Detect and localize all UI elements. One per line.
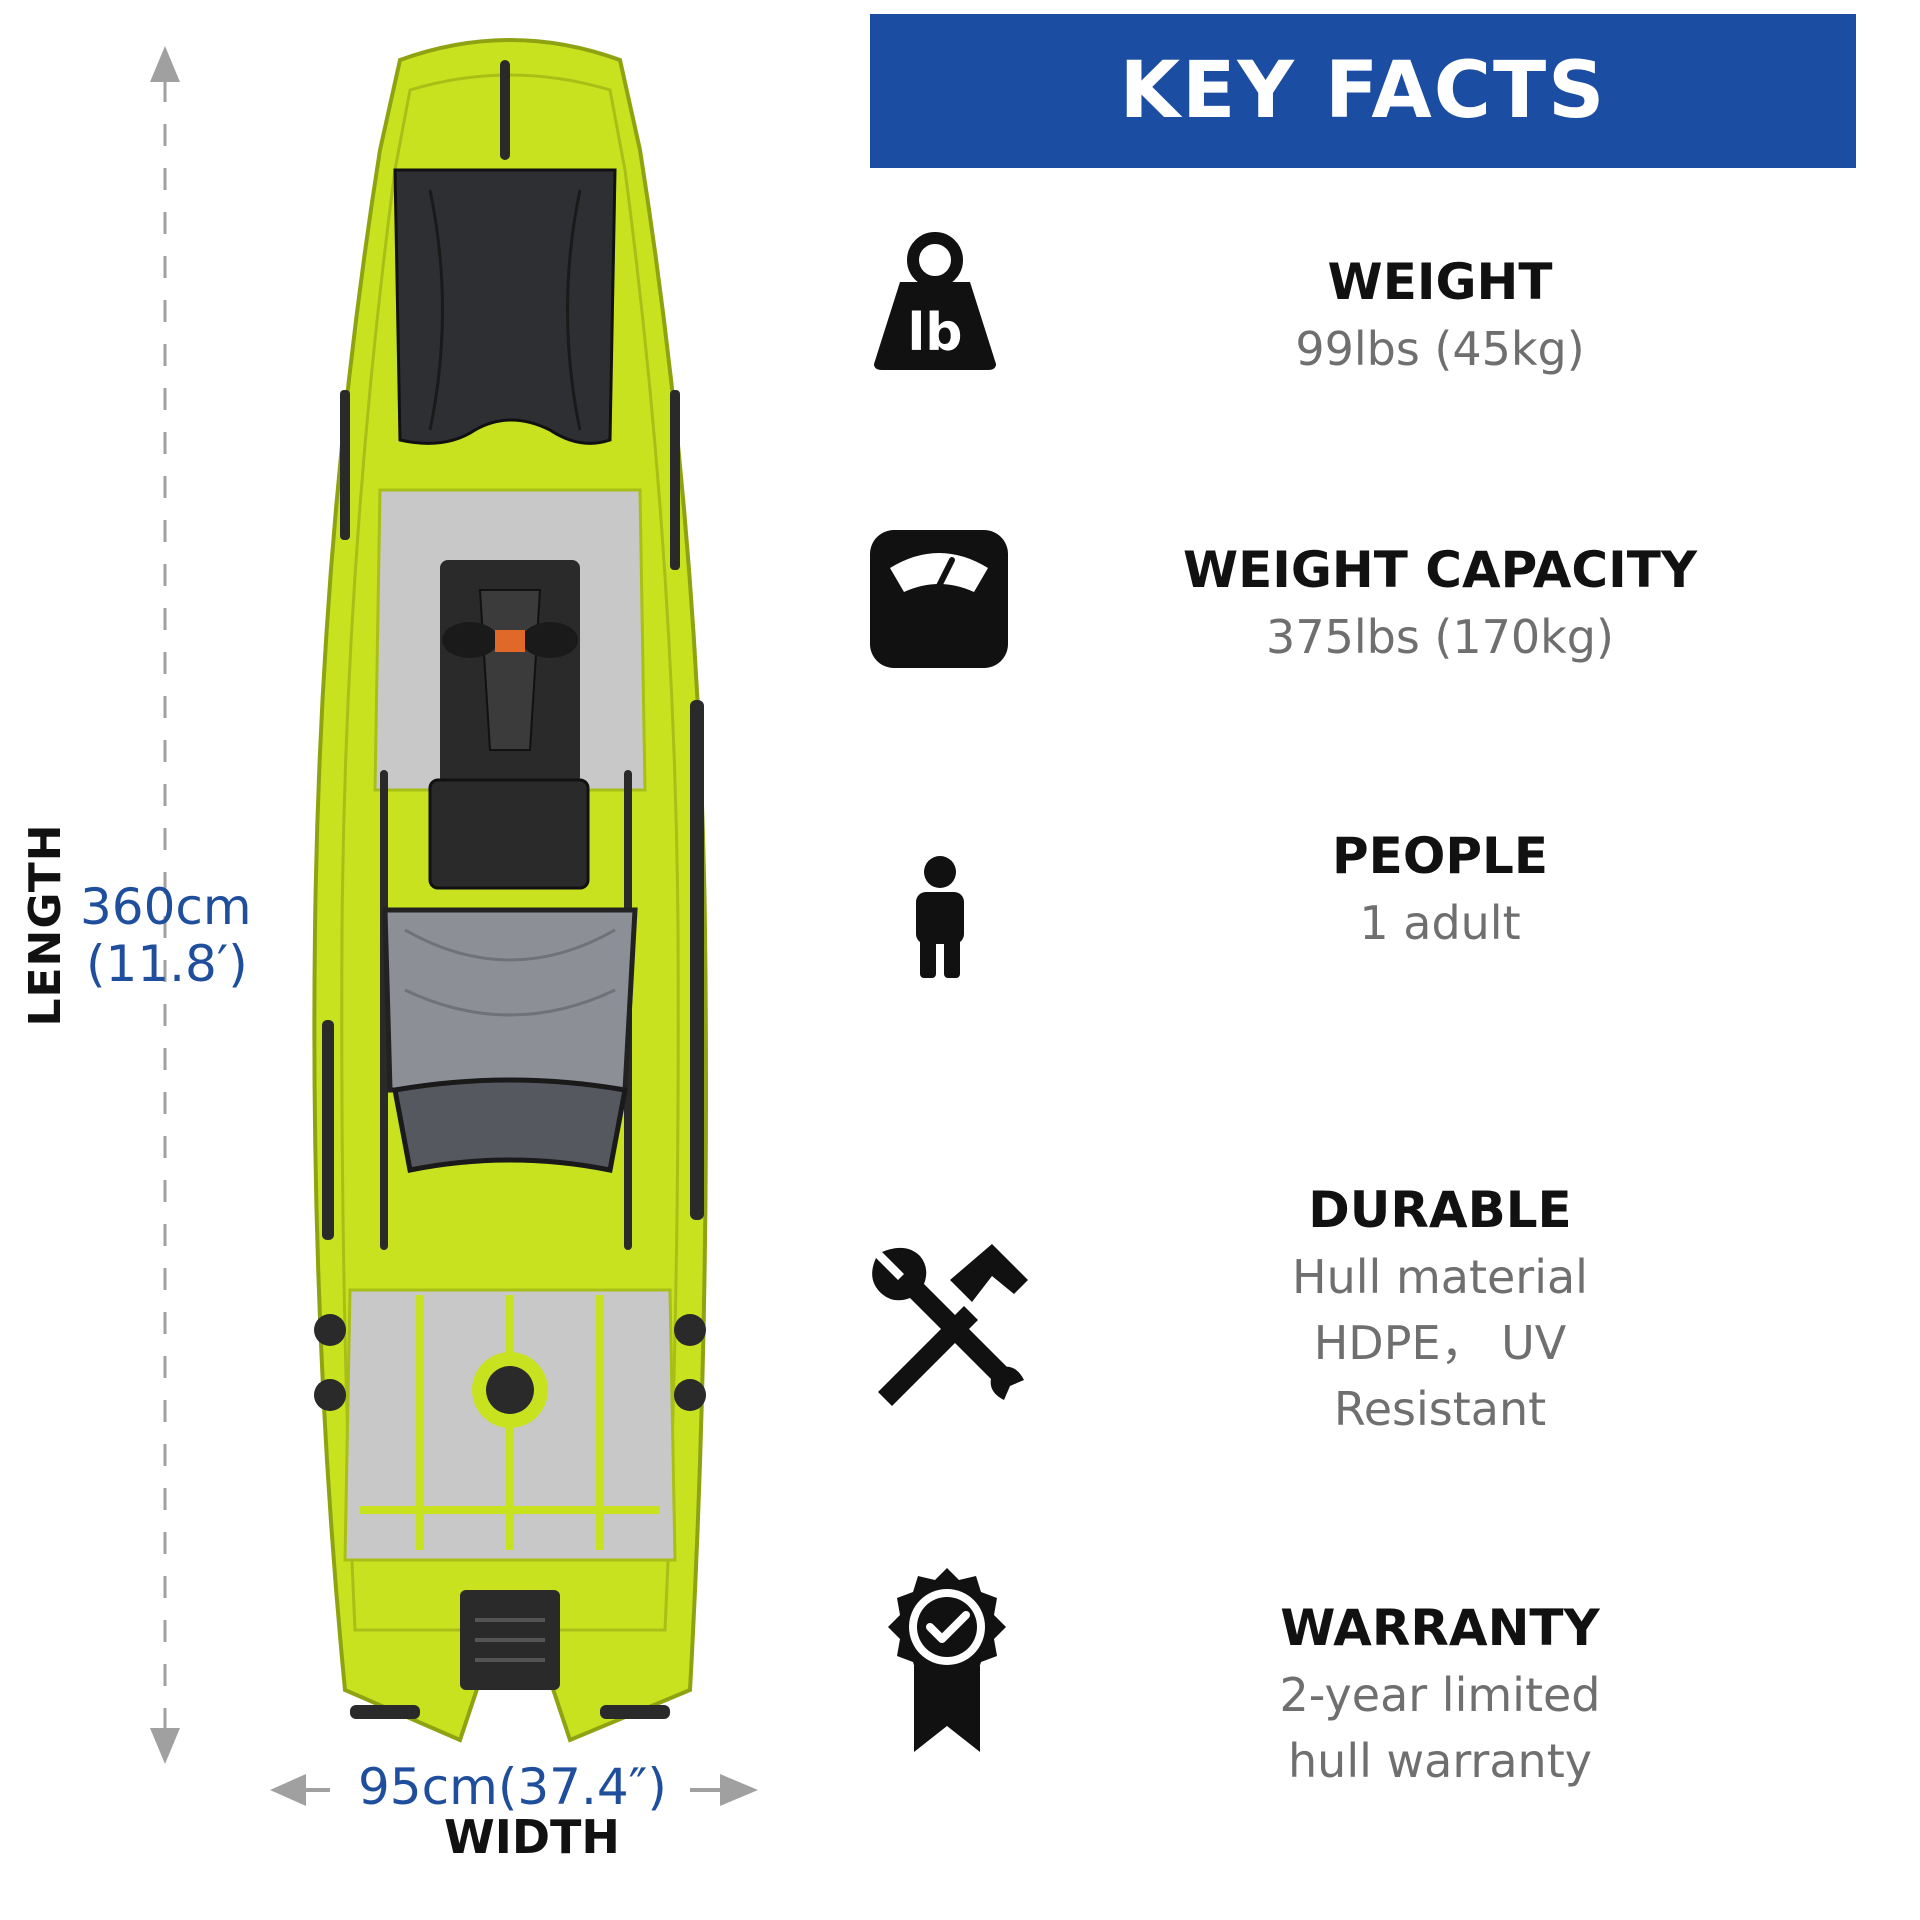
fact-title: DURABLE [1308, 1181, 1572, 1239]
fact-weight-capacity: WEIGHT CAPACITY 375lbs (170kg) [1140, 536, 1740, 670]
length-label: LENGTH [19, 823, 71, 1027]
key-facts-banner: KEY FACTS [870, 14, 1856, 168]
fact-durable: DURABLE Hull material HDPE， UV Resistant [1140, 1176, 1740, 1442]
kayak-image [312, 38, 708, 1743]
fact-detail: 99lbs (45kg) [1295, 322, 1585, 376]
fact-detail: Hull material [1292, 1250, 1588, 1304]
fact-detail: 1 adult [1359, 896, 1521, 950]
width-arrow-left [270, 1774, 330, 1806]
fact-people: PEOPLE 1 adult [1140, 822, 1740, 956]
width-label: WIDTH [444, 1810, 620, 1864]
fact-warranty: WARRANTY 2-year limited hull warranty [1140, 1594, 1740, 1794]
person-icon [916, 856, 964, 978]
key-facts-title: KEY FACTS [1119, 46, 1607, 136]
length-arrow [150, 46, 180, 1764]
fact-detail: Resistant [1333, 1382, 1547, 1436]
fact-title: WEIGHT [1327, 253, 1553, 311]
fact-title: WEIGHT CAPACITY [1182, 541, 1698, 599]
weight-icon-lb-text: lb [907, 303, 962, 363]
fact-detail: hull warranty [1288, 1734, 1592, 1788]
fact-title: PEOPLE [1332, 827, 1548, 885]
warranty-badge-icon [888, 1568, 1006, 1752]
scale-icon [870, 530, 1008, 668]
fact-detail: 2-year limited [1279, 1668, 1601, 1722]
weight-lb-icon: lb [874, 232, 996, 370]
fact-detail: 375lbs (170kg) [1266, 610, 1614, 664]
tools-icon [872, 1244, 1028, 1406]
length-imperial-value: (11.8′) [86, 935, 248, 993]
fact-title: WARRANTY [1280, 1599, 1600, 1657]
width-value: 95cm(37.4″) [358, 1758, 667, 1816]
fact-detail: HDPE， UV [1313, 1316, 1567, 1370]
length-metric-value: 360cm [80, 878, 252, 936]
width-arrow-right [690, 1774, 758, 1806]
fact-weight: WEIGHT 99lbs (45kg) [1140, 248, 1740, 382]
